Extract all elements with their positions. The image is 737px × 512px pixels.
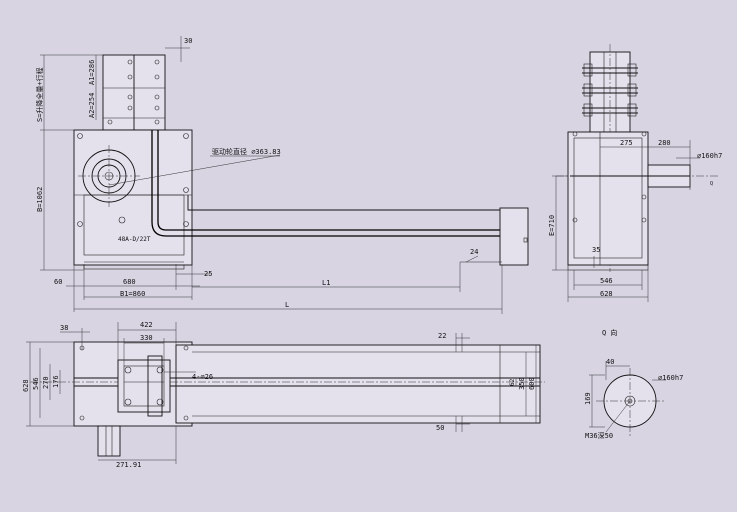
dim-62: 62 [509,378,516,386]
plan-view: 4-∅26 38 422 330 628 546 270 176 [22,321,545,469]
dim-a1: A1=286 [88,60,96,85]
dim-680: 680 [123,278,136,286]
motor-stub [97,425,121,457]
dim-628-vertical: 628 [22,379,30,392]
dim-600: 600 [528,377,536,390]
bolt-hole [156,366,164,374]
q-view: Q 向 40 ∅160h7 169 M36深50 [584,328,683,440]
gear-housing [73,129,193,266]
dim-50: 50 [436,424,444,432]
shaft-dia-q-label: ∅160h7 [658,374,683,382]
side-housing [567,131,649,266]
dim-40: 40 [606,358,614,366]
bolt-hole [124,366,132,374]
thread-label: M36深50 [585,431,613,440]
drive-wheel-dia-label: 驱动轮直径 ∅363.83 [212,147,281,156]
dim-l: L [285,301,289,309]
dim-422: 422 [140,321,153,329]
dim-275: 275 [620,139,633,147]
chain-arm [151,130,502,237]
dim-271: 271.91 [116,461,141,469]
dim-a2: A2=254 [88,93,96,118]
dim-22: 22 [438,332,446,340]
dim-169: 169 [584,392,592,405]
bolt-hole [124,398,132,406]
dim-s-height: S=升降全量+行程 [35,67,44,122]
dim-30: 30 [184,37,192,45]
plan-arm [175,344,541,424]
dim-176: 176 [52,375,60,388]
dim-l1: L1 [322,279,330,287]
dim-e-height: E=710 [548,215,556,236]
holes-label: 4-∅26 [192,373,213,381]
dim-280: 280 [658,139,671,147]
dim-546-vertical: 546 [32,377,40,390]
dim-330: 330 [140,334,153,342]
bolt-hole [156,398,164,406]
front-view: 48A-D/22T 驱动轮直径 ∅363.83 30 S=升降全量+行程 A1=… [35,36,529,314]
dim-38: 38 [60,324,68,332]
q-view-title: Q 向 [602,328,617,337]
model-label: 48A-D/22T [118,236,151,243]
dim-270: 270 [42,376,50,389]
dim-24: 24 [470,248,478,256]
dim-546: 546 [600,277,613,285]
side-view: 275 280 ∅160h7 Q E=710 35 546 628 [548,44,722,302]
dim-35: 35 [592,246,600,254]
dim-b1: B1=860 [120,290,145,298]
dim-60: 60 [54,278,62,286]
dim-25: 25 [204,270,212,278]
dim-shaft-dia: ∅160h7 [697,152,722,160]
dim-350: 350 [518,377,526,390]
dim-b-height: B=1062 [36,187,44,212]
flange-plate [117,359,171,413]
arm-end-cap [499,207,529,266]
q-arrow-label: Q [710,181,713,187]
dim-628: 628 [600,290,613,298]
